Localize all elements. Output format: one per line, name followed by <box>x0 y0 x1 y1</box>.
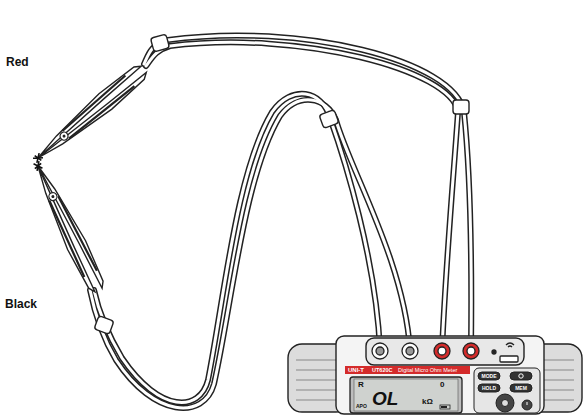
lcd-apo: APO <box>356 404 367 409</box>
drawing-part <box>500 356 518 362</box>
lcd-reading: OL <box>372 389 398 408</box>
drawing-part <box>506 343 514 347</box>
drawing-part <box>453 100 469 114</box>
drawing-part <box>402 343 418 359</box>
button-label: MEM <box>515 386 527 391</box>
drawing-part <box>94 316 114 335</box>
black-clip <box>27 158 107 294</box>
drawing-part <box>372 343 388 359</box>
product-name: Digital Micro Ohm Meter <box>398 368 457 374</box>
drawing-part <box>510 384 532 392</box>
drawing-part <box>440 405 450 409</box>
drawing-part <box>150 34 169 52</box>
drawing-part <box>144 35 471 350</box>
drawing-part <box>296 360 340 400</box>
drawing-part <box>354 379 458 411</box>
drawing-part <box>510 372 532 380</box>
drawing-part <box>146 42 458 350</box>
drawing-part <box>519 374 523 378</box>
button-label: MODE <box>482 374 497 379</box>
drawing-part <box>366 338 524 365</box>
drawing-part <box>144 35 471 350</box>
drawing-part <box>463 343 479 359</box>
meter-body <box>288 336 582 414</box>
lead-label: Black <box>5 298 37 310</box>
drawing-part <box>319 110 339 129</box>
drawing-part <box>438 347 446 355</box>
test-leads <box>90 35 471 407</box>
drawing-part <box>527 402 528 405</box>
brand-name: UNI-T <box>348 367 364 373</box>
drawing-part <box>406 347 414 355</box>
drawing-part <box>146 42 458 350</box>
drawing-part <box>90 35 471 407</box>
model-name: UT620C <box>372 368 392 374</box>
lcd-unit: kΩ <box>422 398 433 406</box>
lcd-range: 0 <box>440 381 444 389</box>
lcd-screen <box>350 377 462 413</box>
lcd-mode: R <box>358 381 364 389</box>
drawing-part <box>502 400 509 407</box>
drawing-part <box>441 406 447 408</box>
drawing-part <box>467 347 475 355</box>
button-label: HOLD <box>482 386 496 391</box>
brand-band <box>345 366 470 374</box>
drawing-part <box>492 350 496 354</box>
drawing-part <box>336 336 544 414</box>
drawing-part <box>376 347 384 355</box>
drawing-part <box>90 35 471 407</box>
lead-label: Red <box>6 56 29 68</box>
cable-ferrule <box>94 34 469 334</box>
control-panel <box>474 368 540 413</box>
drawing-part <box>478 372 500 380</box>
drawing-part <box>522 400 532 410</box>
red-clip <box>29 62 151 169</box>
drawing-part <box>434 343 450 359</box>
drawing-part <box>474 368 540 413</box>
drawing-part <box>478 384 500 392</box>
drawing-part <box>496 394 514 412</box>
drawing-part <box>350 377 462 413</box>
terminal-jacks <box>372 343 518 362</box>
